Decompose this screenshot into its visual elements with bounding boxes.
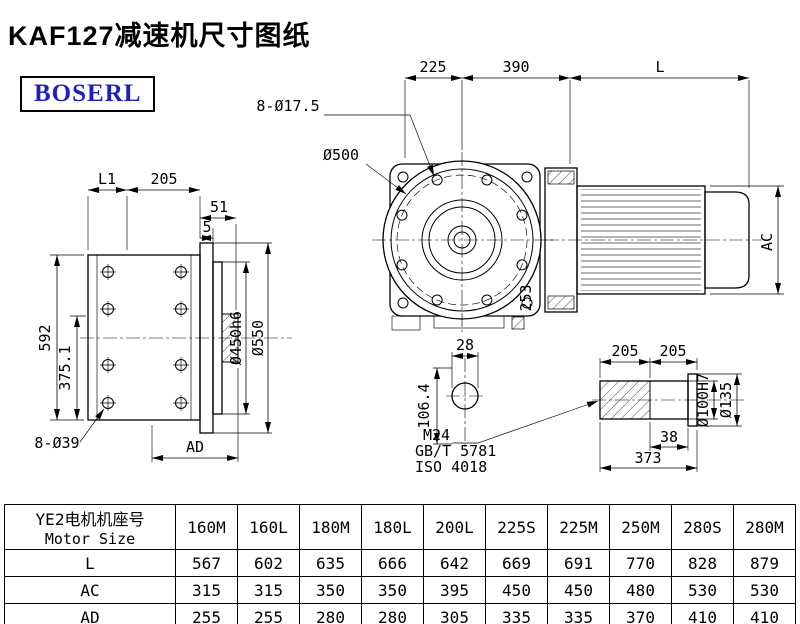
dim-205-label: 205 [150,170,177,188]
dim-373-label: 373 [634,449,661,467]
dim-5-label: 5 [202,218,211,236]
standard-gb-label: GB/T 5781 [415,442,496,460]
dimension-value-cell: 335 [485,603,548,624]
column-header: 225S [485,504,548,550]
dimension-value-cell: 602 [237,549,300,577]
dim-592-label: 592 [36,324,54,351]
dimension-value-cell: 480 [609,576,672,604]
dimension-value-cell: 530 [733,576,796,604]
dimension-value-cell: 395 [423,576,486,604]
table-header-motor-size: YE2电机机座号 Motor Size [4,504,176,550]
technical-drawing: 225 390 L 8-Ø17.5 Ø500 AC 253 [34,58,784,476]
shaft-detail-view: 205 205 38 373 M24 GB/T 5781 ISO 4018 Ø1… [415,342,746,476]
dimension-value-cell: 315 [175,576,238,604]
page-title: KAF127减速机尺寸图纸 [8,21,311,51]
column-header: 180L [361,504,424,550]
row-label: AD [4,603,176,624]
side-view: L1 205 51 5 592 375.1 8-Ø39 AD Ø450h6 [34,170,292,462]
column-header: 160M [175,504,238,550]
dimension-value-cell: 255 [237,603,300,624]
column-header: 280S [671,504,734,550]
dimension-value-cell: 315 [237,576,300,604]
dimension-value-cell: 410 [733,603,796,624]
column-header: 160L [237,504,300,550]
bolt-holes-17-label: 8-Ø17.5 [256,97,319,115]
column-header: 250M [609,504,672,550]
row-label: AC [4,576,176,604]
dimension-value-cell: 280 [361,603,424,624]
dimension-value-cell: 642 [423,549,486,577]
bottom-view: 28 106.4 [415,336,484,448]
dim-38-label: 38 [660,428,678,446]
dimension-value-cell: 280 [299,603,362,624]
dimension-value-cell: 410 [671,603,734,624]
dimension-value-cell: 828 [671,549,734,577]
dimension-value-cell: 350 [361,576,424,604]
column-header: 280M [733,504,796,550]
dimension-value-cell: 255 [175,603,238,624]
dim-205a-label: 205 [611,342,638,360]
dimension-value-cell: 450 [485,576,548,604]
dim-375-label: 375.1 [56,345,74,390]
dia-100-label: Ø100H7 [694,373,712,427]
motor-size-label-en: Motor Size [44,530,136,548]
dimension-value-cell: 370 [609,603,672,624]
thread-M24-label: M24 [423,426,450,444]
column-header: 200L [423,504,486,550]
dimension-value-cell: 530 [671,576,734,604]
dimension-value-cell: 691 [547,549,610,577]
dim-L-label: L [655,58,664,76]
dimension-value-cell: 305 [423,603,486,624]
dimension-value-cell: 567 [175,549,238,577]
dimension-value-cell: 879 [733,549,796,577]
dim-AC-label: AC [758,233,776,251]
dim-L1-label: L1 [98,170,116,188]
dimension-value-cell: 669 [485,549,548,577]
dia-550-label: Ø550 [249,320,267,356]
dim-225-label: 225 [419,58,446,76]
dim-51-label: 51 [210,198,228,216]
dim-390-label: 390 [502,58,529,76]
dimension-value-cell: 450 [547,576,610,604]
dimension-value-cell: 335 [547,603,610,624]
column-header: 180M [299,504,362,550]
dia-450-label: Ø450h6 [227,311,245,365]
column-header: 225M [547,504,610,550]
dimension-value-cell: 635 [299,549,362,577]
boserl-logo: BOSERL [20,76,156,112]
dim-205b-label: 205 [659,342,686,360]
dim-28-label: 28 [456,336,474,354]
dim-106-label: 106.4 [415,383,433,428]
dimension-value-cell: 770 [609,549,672,577]
dim-253-label: 253 [517,284,535,311]
row-label: L [4,549,176,577]
dia-500-label: Ø500 [323,146,359,164]
dimension-value-cell: 666 [361,549,424,577]
dim-AD-label: AD [186,438,204,456]
motor-size-label-cn: YE2电机机座号 [35,510,145,529]
front-view: 225 390 L 8-Ø17.5 Ø500 AC 253 [256,58,784,332]
standard-iso-label: ISO 4018 [415,458,487,476]
dia-135-label: Ø135 [717,382,735,418]
dimension-value-cell: 350 [299,576,362,604]
bolt-holes-39-label: 8-Ø39 [34,434,79,452]
